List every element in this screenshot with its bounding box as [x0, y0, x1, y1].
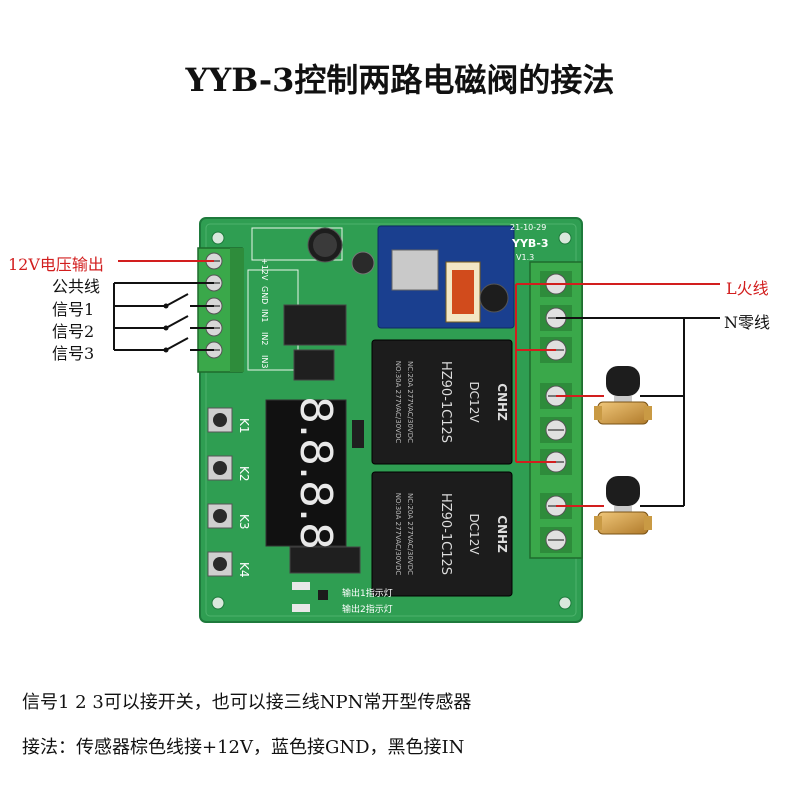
solenoid-valve-icon: [594, 366, 652, 425]
key-button-k1: K1: [207, 407, 251, 434]
svg-text:CNHZ: CNHZ: [495, 515, 509, 553]
terminal-screw: [540, 527, 572, 553]
label-signal-2: 信号2: [52, 322, 95, 341]
indicator-1-label: 输出1指示灯: [342, 587, 393, 599]
svg-text:DC12V: DC12V: [467, 513, 481, 555]
label-neutral-wire: N零线: [724, 313, 771, 332]
input-pin-label: IN2: [260, 332, 269, 345]
label-common-line: 公共线: [52, 277, 101, 296]
input-terminal-block: [197, 247, 244, 373]
svg-text:HZ90-1C12S: HZ90-1C12S: [438, 361, 453, 443]
svg-text:HZ90-1C12S: HZ90-1C12S: [438, 493, 453, 575]
svg-text:8.8.8.8: 8.8.8.8: [290, 396, 341, 550]
svg-text:CNHZ: CNHZ: [495, 383, 509, 421]
switch-icon: [163, 315, 190, 331]
solenoid-valve-icon: [594, 476, 652, 535]
label-live-wire: L火线: [726, 279, 769, 298]
key-label: K2: [237, 466, 251, 482]
note-line-1: 信号1 2 3可以接开关，也可以接三线NPN常开型传感器: [22, 692, 472, 713]
svg-text:NO:30A 277VAC/30VDC: NO:30A 277VAC/30VDC: [394, 361, 402, 444]
ic-chip: [283, 304, 364, 574]
key-button-k4: K4: [207, 551, 251, 578]
key-label: K3: [237, 514, 251, 530]
svg-text:21-10-29: 21-10-29: [510, 223, 546, 232]
svg-text:NC:20A 277VAC/30VDC: NC:20A 277VAC/30VDC: [406, 493, 414, 575]
input-pin-label: +12V: [260, 258, 269, 281]
output-terminal-block: [529, 261, 583, 559]
key-button-k2: K2: [207, 455, 251, 482]
seven-segment-display: 8.8.8.8: [265, 396, 347, 550]
svg-text:NO:30A 277VAC/30VDC: NO:30A 277VAC/30VDC: [394, 493, 402, 576]
switch-icon: [163, 337, 190, 353]
svg-text:DC12V: DC12V: [467, 381, 481, 423]
terminal-screw: [540, 417, 572, 443]
key-button-k3: K3: [207, 503, 251, 530]
input-pin-label: IN3: [260, 355, 269, 368]
board-model-label: 21-10-29 YYB-3 V1.3: [510, 223, 549, 262]
input-pin-label: IN1: [260, 309, 269, 322]
switch-icon: [163, 293, 190, 353]
svg-text:NC:20A 277VAC/30VDC: NC:20A 277VAC/30VDC: [406, 361, 414, 443]
key-label: K1: [237, 418, 251, 434]
svg-text:V1.3: V1.3: [516, 253, 534, 262]
svg-text:YYB-3: YYB-3: [511, 237, 549, 250]
note-line-2: 接法：传感器棕色线接+12V，蓝色接GND，黑色接IN: [22, 737, 465, 758]
indicator-2-label: 输出2指示灯: [342, 603, 393, 615]
label-signal-1: 信号1: [52, 300, 95, 319]
relay-2: HZ90-1C12S DC12V CNHZ NO:30A 277VAC/30VD…: [371, 471, 513, 597]
key-label: K4: [237, 562, 251, 578]
label-signal-3: 信号3: [52, 344, 95, 363]
label-12v-output: 12V电压输出: [8, 255, 104, 274]
switch-icon: [163, 293, 190, 309]
power-module: [377, 225, 515, 329]
page-title: YYB-3控制两路电磁阀的接法: [185, 61, 615, 99]
output-indicators: 输出1指示灯 输出2指示灯: [292, 582, 393, 615]
right-wiring: [515, 283, 720, 507]
input-pin-label: GND: [260, 286, 269, 304]
relay-1: HZ90-1C12S DC12V CNHZ NO:30A 277VAC/30VD…: [371, 339, 513, 465]
